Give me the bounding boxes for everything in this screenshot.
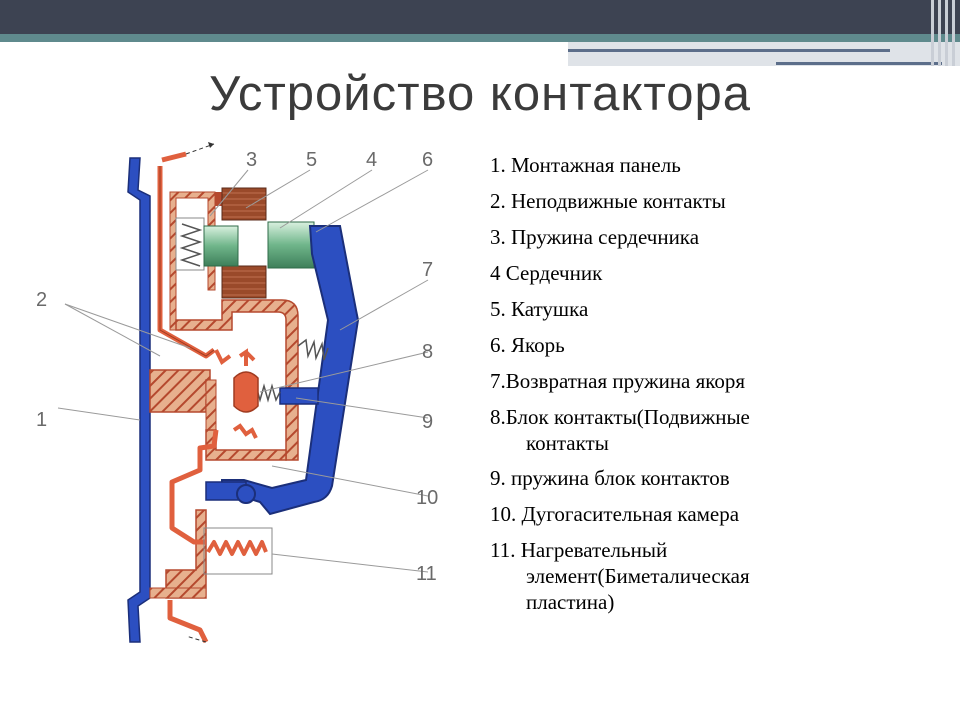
contact-block <box>233 371 259 413</box>
legend-item: 6. Якорь <box>490 333 565 357</box>
leader-lines <box>57 169 429 573</box>
housing <box>149 191 299 599</box>
slide-title: Устройство контактора <box>208 67 752 121</box>
header-accent-line <box>776 62 942 65</box>
label-4: 4 <box>366 149 377 171</box>
armature-core-face <box>267 221 315 269</box>
core-spring <box>179 223 203 267</box>
header-band <box>0 0 960 34</box>
header-accent-line <box>568 49 890 52</box>
legend-item: 4 Сердечник <box>490 261 603 285</box>
core <box>203 225 239 267</box>
legend-item: 2. Неподвижные контакты <box>490 189 726 213</box>
fixed-contact <box>169 429 219 545</box>
label-9: 9 <box>422 411 433 433</box>
heater-frame <box>203 527 273 575</box>
header-corner-stripes <box>928 0 960 66</box>
legend-item: 10. Дугогасительная камера <box>490 502 740 526</box>
parts-legend: 1. Монтажная панель 2. Неподвижные конта… <box>490 152 940 625</box>
label-1: 1 <box>36 409 47 431</box>
return-spring <box>297 338 329 361</box>
legend-item: 3. Пружина сердечника <box>490 225 700 249</box>
legend-item: 1. Монтажная панель <box>490 153 681 177</box>
mounting-panel <box>127 157 151 643</box>
label-6: 6 <box>422 149 433 171</box>
armature-pivot <box>236 484 256 504</box>
fixed-contact <box>159 166 215 357</box>
contact-block-rod <box>279 387 319 405</box>
legend-item: 7.Возвратная пружина якоря <box>490 369 746 393</box>
label-5: 5 <box>306 149 317 171</box>
current-arrow-head <box>208 142 214 148</box>
legend-item: 5. Катушка <box>490 297 589 321</box>
heating-element <box>206 540 268 556</box>
header-teal-band <box>0 34 960 42</box>
label-3: 3 <box>246 149 257 171</box>
coil <box>221 265 267 299</box>
current-arrow <box>185 635 207 643</box>
armature <box>221 225 360 516</box>
label-8: 8 <box>422 341 433 363</box>
label-11: 11 <box>416 563 437 585</box>
header-white-strip <box>0 42 568 50</box>
label-10: 10 <box>416 487 438 509</box>
legend-item: 8.Блок контакты(Подвижные контакты <box>490 405 750 455</box>
legend-item: 9. пружина блок контактов <box>490 466 730 490</box>
contactor-diagram: 1 2 3 4 5 6 7 8 9 10 11 <box>36 142 438 644</box>
label-7: 7 <box>422 259 433 281</box>
legend-item: 11. Нагревательный элемент(Биметалическа… <box>490 538 750 614</box>
fixed-contact <box>214 349 232 366</box>
fixed-contact <box>167 600 209 644</box>
label-2: 2 <box>36 289 47 311</box>
